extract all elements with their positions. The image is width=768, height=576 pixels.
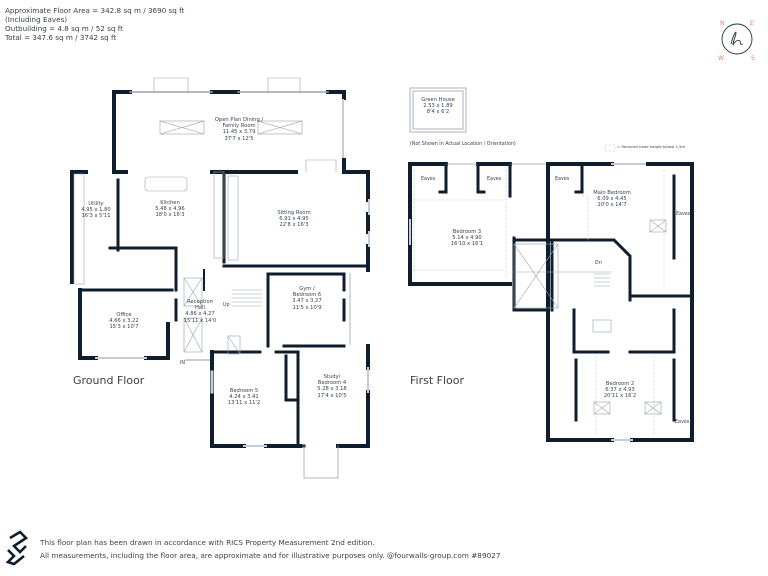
room-name: Kitchen [160,200,180,206]
room-metric: 2.53 x 1.89 [423,103,453,110]
area-line-outbuilding: Outbuilding = 4.8 sq m / 52 sq ft [5,24,123,33]
room-name: Main Bedroom [593,190,631,196]
room-imperial: 13'11 x 11'2 [227,400,261,407]
room-metric: 4.24 x 3.41 [229,394,259,401]
room-name-2: Hall [195,305,205,312]
room-name: Office [116,312,132,318]
eaves-label: Eaves [487,177,502,182]
room-imperial: 20'0 x 14'7 [597,202,627,209]
room-metric: 6.09 x 4.45 [597,196,627,203]
entrance-label: IN [180,361,186,366]
eaves-label: Eaves [421,177,436,182]
svg-text:S: S [751,55,755,62]
eaves-label: Eaves [676,212,691,217]
room-label-office: Office 4.66 x 3.22 15'3 x 10'7 [109,312,138,331]
room-imperial: 22'8 x 16'3 [279,222,309,229]
area-line-eaves: (Including Eaves) [5,15,68,24]
room-imperial: 16'3 x 5'11 [81,213,111,220]
room-name: Bedroom 5 [229,388,259,394]
ground-floor-title: Ground Floor [73,374,145,387]
first-floor-title: First Floor [410,374,465,387]
room-name: Reception [187,299,213,305]
room-name: Bedroom 2 [605,381,635,387]
room-metric: 11.45 x 3.79 [222,129,256,136]
room-name: Open Plan Dining / [214,117,264,123]
svg-text:E: E [750,20,754,27]
room-label-reception-hall: Reception Hall 4.86 x 4.27 15'11 x 14'0 [184,299,216,324]
area-line-total: Total = 347.6 sq m / 3742 sq ft [5,33,117,42]
room-imperial: 15'3 x 10'7 [109,324,139,331]
room-label-dining-family: Open Plan Dining / Family Room 11.45 x 3… [215,117,263,142]
room-imperial: 17'4 x 10'5 [317,392,347,399]
eaves-label: Eaves [555,177,570,182]
room-label-bedroom-5: Bedroom 5 4.24 x 3.41 13'11 x 11'2 [228,388,260,407]
svg-text:N: N [720,20,725,27]
room-metric: 6.37 x 4.93 [605,387,635,394]
disclaimer: This floor plan has been drawn in accord… [40,536,501,562]
room-name-2: Bedroom 4 [317,380,347,387]
room-metric: 6.91 x 4.95 [279,216,309,223]
outbuilding-note: (Not Shown In Actual Location / Orientat… [410,142,516,147]
svg-text:W: W [718,55,724,62]
room-metric: 5.48 x 4.96 [155,206,185,213]
room-imperial: 8'4 x 6'2 [426,109,450,116]
room-imperial: 37'7 x 12'5 [224,135,254,142]
room-label-main-bedroom: Main Bedroom 6.09 x 4.45 20'0 x 14'7 [593,190,631,209]
room-imperial: 16'10 x 16'1 [450,241,484,248]
stairs-down-label: Dn [595,261,602,266]
room-name: Green House [421,97,455,103]
room-imperial: 15'11 x 14'0 [183,317,217,324]
room-metric: 5.14 x 4.90 [452,235,482,242]
reduced-head-height-legend: = Reduced head height below 1.5m [617,144,686,149]
area-line-main: Approximate Floor Area = 342.8 sq m / 36… [5,6,185,15]
room-name-2: Bedroom 6 [292,292,322,299]
room-label-study-bedroom-4: Study/ Bedroom 4 5.28 x 3.18 17'4 x 10'5 [317,374,346,399]
room-label-kitchen: Kitchen 5.48 x 4.96 18'0 x 16'3 [155,200,184,219]
room-label-utility: Utility 4.95 x 1.80 16'3 x 5'11 [81,201,110,220]
room-label-bedroom-3: Bedroom 3 5.14 x 4.90 16'10 x 16'1 [451,229,483,248]
room-imperial: 20'11 x 16'2 [603,393,637,400]
room-label-bedroom-2: Bedroom 2 6.37 x 4.93 20'11 x 16'2 [604,381,636,400]
room-name: Bedroom 3 [452,229,482,235]
room-imperial: 18'0 x 16'3 [155,212,185,219]
stairs-up-label: Up [223,303,230,308]
fourwalls-logo-icon [5,530,29,566]
room-metric: 3.47 x 3.27 [292,298,322,305]
room-name: Study/ [323,374,341,380]
room-name-2: Family Room [222,123,256,130]
room-name: Utility [88,201,104,207]
room-name: Gym / [299,286,315,292]
floor-area-summary: Approximate Floor Area = 342.8 sq m / 36… [5,6,184,42]
disclaimer-line-2: All measurements, including the floor ar… [40,551,501,560]
disclaimer-line-1: This floor plan has been drawn in accord… [40,538,375,547]
room-label-sitting-room: Sitting Room 6.91 x 4.95 22'8 x 16'3 [277,210,310,229]
room-metric: 4.95 x 1.80 [81,207,111,214]
room-metric: 4.66 x 3.22 [109,318,139,325]
room-metric: 4.86 x 4.27 [185,311,215,318]
compass-icon: N E W S [718,20,755,62]
room-imperial: 11'5 x 10'9 [292,304,322,311]
room-label-green-house: Green House 2.53 x 1.89 8'4 x 6'2 [421,97,455,116]
eaves-label: Eaves [675,420,690,425]
room-metric: 5.28 x 3.18 [317,386,347,393]
room-label-gym-bedroom-6: Gym / Bedroom 6 3.47 x 3.27 11'5 x 10'9 [292,286,321,311]
room-name: Sitting Room [277,210,311,216]
